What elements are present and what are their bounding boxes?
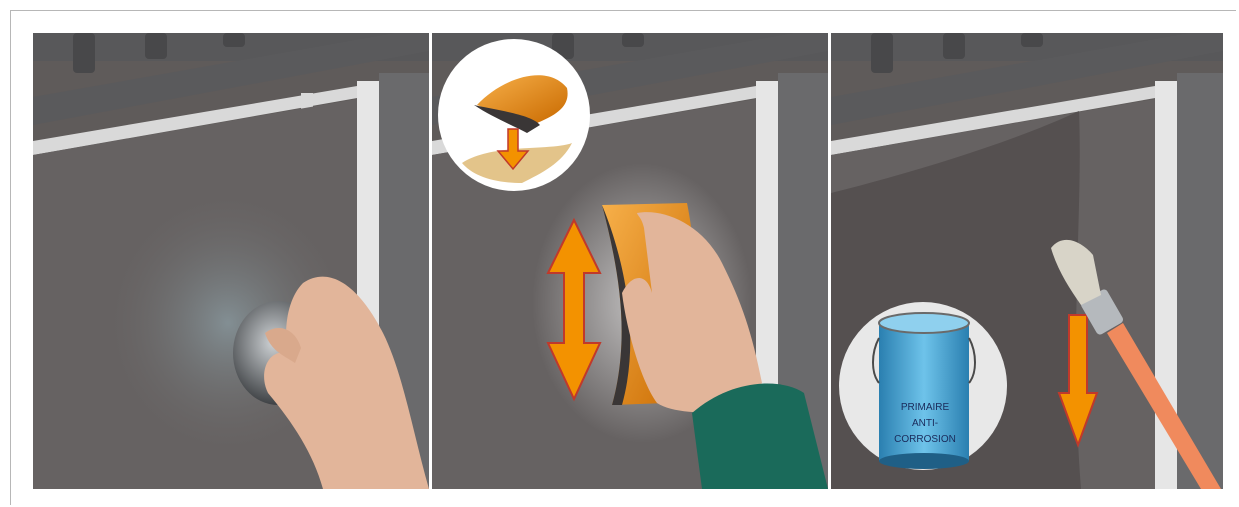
step-2-panel xyxy=(432,33,828,489)
can-label-line1: PRIMAIRE xyxy=(901,402,950,413)
primer-can-icon: PRIMAIRE ANTI- CORROSION xyxy=(873,313,975,469)
can-label-line2: ANTI- xyxy=(912,418,938,429)
can-label-line3: CORROSION xyxy=(894,434,956,445)
step-1-panel xyxy=(33,33,429,489)
step-3-panel: PRIMAIRE ANTI- CORROSION xyxy=(831,33,1223,489)
